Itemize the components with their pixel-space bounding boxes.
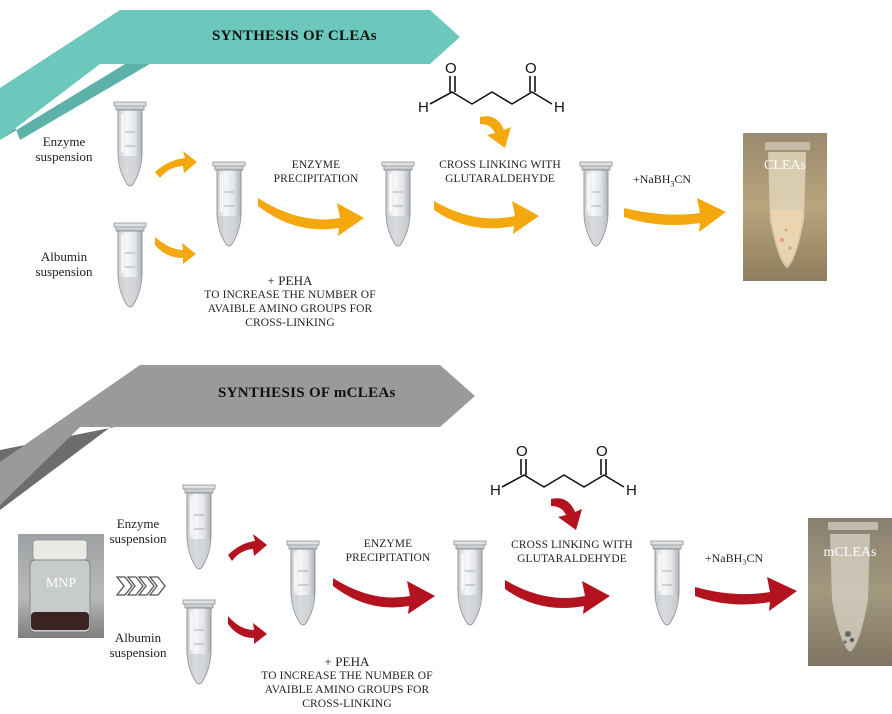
top-arrows	[155, 116, 726, 264]
top-arrow-albumin	[155, 237, 196, 264]
bottom-o-right: O	[596, 443, 608, 460]
bottom-h-right: H	[626, 482, 637, 499]
bottom-peha-line2: TO INCREASE THE NUMBER OF	[261, 670, 433, 682]
bottom-peha-note: + PEHA TO INCREASE THE NUMBER OF AVAIBLE…	[252, 655, 442, 711]
top-precip-label-line1: ENZYME	[291, 159, 341, 171]
top-arrow-reduction	[624, 198, 726, 232]
top-peha-line3: AVAIBLE AMINO GROUPS FOR	[207, 303, 373, 315]
top-enzyme-tube	[113, 101, 147, 187]
top-peha-note: + PEHA TO INCREASE THE NUMBER OF AVAIBLE…	[195, 274, 385, 330]
bottom-albumin-label: Albumin suspension	[88, 630, 188, 660]
bottom-precip-label-line1: ENZYME	[363, 538, 413, 550]
bottom-arrows	[228, 498, 797, 644]
bottom-h-left: H	[490, 482, 501, 499]
top-enzyme-label-line1: Enzyme	[42, 134, 86, 149]
top-crosslink-label: CROSS LINKING WITH GLUTARALDEHYDE	[420, 158, 580, 186]
top-arrow-crosslink	[434, 201, 539, 234]
top-o-right: O	[525, 60, 537, 77]
bottom-mix-tube	[286, 540, 320, 626]
bottom-peha-line4: CROSS-LINKING	[302, 698, 392, 710]
top-crosslink-label-line2: GLUTARALDEHYDE	[445, 173, 555, 185]
bottom-enzyme-label: Enzyme suspension	[88, 516, 188, 546]
bottom-crosslink-label-line1: CROSS LINKING WITH	[511, 539, 633, 551]
top-banner	[0, 10, 460, 140]
top-arrow-precip	[258, 198, 364, 236]
bottom-precip-label: ENZYME PRECIPITATION	[328, 537, 448, 565]
top-albumin-label-line1: Albumin	[40, 249, 88, 264]
bottom-enzyme-label-line1: Enzyme	[116, 516, 160, 531]
bottom-banner-title: SYNTHESIS OF mCLEAs	[218, 385, 396, 401]
bottom-arrow-albumin	[228, 616, 267, 644]
top-albumin-label-line2: suspension	[35, 264, 93, 279]
top-reductant-label: +NaBH3CN	[622, 172, 702, 191]
top-peha-line2: TO INCREASE THE NUMBER OF	[204, 289, 376, 301]
top-precip-label: ENZYME PRECIPITATION	[256, 158, 376, 186]
bottom-peha-line3: AVAIBLE AMINO GROUPS FOR	[264, 684, 430, 696]
mclea-product-photo	[808, 518, 892, 666]
top-peha-line1: + PEHA	[267, 273, 313, 288]
top-reductant-prefix: +NaBH	[632, 172, 671, 186]
top-peha-line4: CROSS-LINKING	[245, 317, 335, 329]
top-reductant-subscript: 3	[670, 179, 675, 189]
bottom-arrow-enzyme	[228, 534, 267, 561]
top-o-left: O	[445, 60, 457, 77]
top-banner-title: SYNTHESIS OF CLEAs	[212, 28, 377, 44]
top-h-left: H	[418, 99, 429, 116]
bottom-arrow-reduction	[695, 577, 797, 611]
mnp-chevrons	[115, 576, 166, 596]
bottom-reductant-label: +NaBH₃CN	[704, 551, 764, 565]
bottom-arrow-glutaraldehyde	[551, 498, 582, 530]
bottom-albumin-label-line2: suspension	[109, 645, 167, 660]
top-arrow-glutaraldehyde	[480, 116, 511, 148]
bottom-arrow-crosslink	[505, 580, 610, 614]
top-mix-tube	[212, 161, 246, 247]
clea-photo-label: CLEAs	[764, 158, 806, 173]
top-albumin-tube	[113, 222, 147, 308]
top-precip-label-line2: PRECIPITATION	[273, 173, 359, 185]
bottom-banner	[0, 365, 475, 510]
bottom-precip-label-line2: PRECIPITATION	[345, 552, 431, 564]
bottom-precip-tube	[453, 540, 487, 626]
mnp-photo-label: MNP	[45, 576, 77, 591]
top-h-right: H	[554, 99, 565, 116]
mclea-photo-label: mCLEAs	[823, 545, 877, 560]
top-crosslink-tube	[579, 161, 613, 247]
bottom-crosslink-label-line2: GLUTARALDEHYDE	[517, 553, 627, 565]
bottom-enzyme-label-line2: suspension	[109, 531, 167, 546]
top-arrow-enzyme	[155, 151, 197, 178]
top-precip-tube	[381, 161, 415, 247]
mnp-photo	[18, 534, 104, 638]
bottom-peha-line1: + PEHA	[324, 654, 370, 669]
top-crosslink-label-line1: CROSS LINKING WITH	[439, 159, 561, 171]
clea-product-photo	[743, 133, 827, 281]
bottom-glutaraldehyde-structure	[501, 459, 625, 488]
top-albumin-label: Albumin suspension	[14, 249, 114, 279]
bottom-arrow-precip	[333, 578, 435, 614]
top-reductant-suffix: CN	[674, 172, 692, 186]
bottom-crosslink-tube	[650, 540, 684, 626]
top-glutaraldehyde-structure	[429, 76, 553, 105]
top-enzyme-label: Enzyme suspension	[14, 134, 114, 164]
bottom-o-left: O	[516, 443, 528, 460]
bottom-crosslink-label: CROSS LINKING WITH GLUTARALDEHYDE	[492, 538, 652, 566]
top-enzyme-label-line2: suspension	[35, 149, 93, 164]
bottom-albumin-label-line1: Albumin	[114, 630, 162, 645]
